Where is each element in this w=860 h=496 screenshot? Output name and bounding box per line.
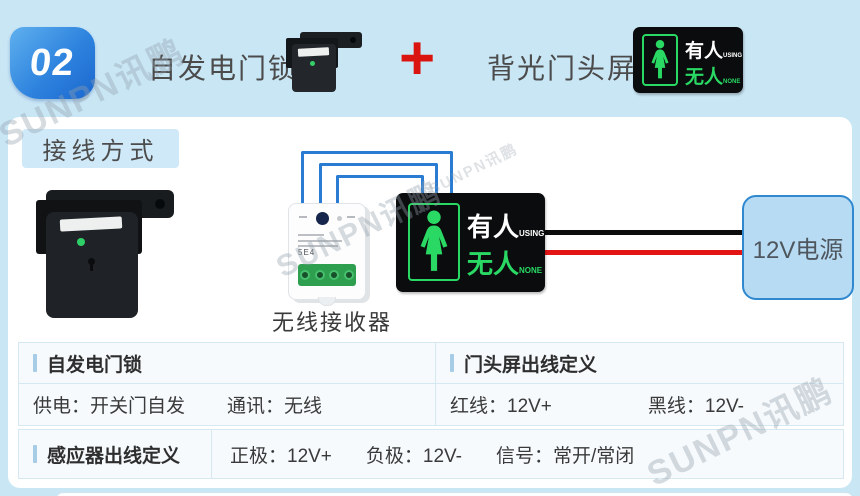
sign-vacant-sub: NONE [723, 79, 741, 85]
table-sensor-title-cell: 感应器出线定义 [19, 430, 212, 478]
step-number-badge: 02 [10, 27, 95, 99]
lock-keyhole-stem [90, 263, 93, 271]
receiver-terminal-block [298, 264, 356, 286]
terminal-screw-icon [300, 270, 311, 280]
plus-icon: + [399, 24, 436, 93]
red-power-wire [544, 250, 746, 255]
terminal-screw-icon [343, 270, 354, 280]
blue-wire-outer [301, 151, 453, 203]
receiver-code: 5E4 [298, 248, 316, 257]
content-panel [8, 117, 852, 488]
terminal-screw-icon [314, 270, 325, 280]
lock-keyhole-icon [88, 258, 95, 265]
blue-wire-inner [336, 175, 424, 203]
lock-comm-value: 通讯：无线 [227, 396, 323, 417]
wiring-method-label: 接线方式 [22, 129, 179, 168]
lock-body [46, 212, 138, 318]
woman-icon-frame [642, 34, 678, 86]
sign-vacant-text: 无人NONE [685, 67, 741, 88]
accent-bar [33, 445, 37, 463]
door-sign-thumbnail-image: 有人USING 无人NONE [633, 27, 743, 93]
receiver-mark [299, 216, 307, 218]
lock-led-icon [310, 61, 315, 66]
sensor-signal-value: 信号：常开/常闭 [496, 445, 635, 467]
sign-occupied-sub: USING [723, 53, 743, 59]
power-supply-box: 12V电源 [742, 195, 854, 300]
sign-vacant-sub: NONE [519, 266, 543, 275]
table-screen-values-cell: 红线：12V+ 黑线：12V- [436, 384, 843, 425]
receiver-text-line [298, 245, 338, 247]
sign-occupied-text: 有人USING [467, 212, 545, 242]
receiver-text-line [298, 240, 342, 242]
header-lock-title: 自发电门锁 [148, 53, 299, 84]
table-screen-title-cell: 门头屏出线定义 [436, 343, 843, 384]
step-number: 02 [28, 41, 77, 84]
header-screen-title: 背光门头屏 [487, 53, 638, 84]
sign-occupied-text: 有人USING [685, 41, 743, 62]
wiring-definition-table: 自发电门锁 门头屏出线定义 供电：开关门自发 通讯：无线 红线：12V+ 黑线：… [18, 342, 844, 426]
terminal-screw-icon [329, 270, 340, 280]
door-lock-image [28, 186, 178, 326]
receiver-button-icon [316, 212, 329, 225]
receiver-led-icon [337, 216, 342, 221]
black-power-wire [544, 230, 746, 235]
table-lock-values-cell: 供电：开关门自发 通讯：无线 [19, 384, 436, 425]
table-lock-title-cell: 自发电门锁 [19, 343, 436, 384]
lock-arm-hole [350, 37, 356, 43]
accent-bar [33, 354, 37, 372]
lock-body [292, 44, 336, 92]
door-lock-thumbnail-image [286, 32, 364, 94]
next-section-edge [57, 492, 852, 496]
wireless-receiver-label: 无线接收器 [272, 310, 393, 335]
lock-arm-hole [155, 199, 165, 209]
lock-led-icon [77, 238, 85, 246]
sign-vacant-text: 无人NONE [467, 249, 543, 279]
woman-icon [651, 39, 669, 79]
screen-red-wire-value: 红线：12V+ [450, 396, 552, 417]
wireless-receiver-image: 5E4 [288, 203, 366, 306]
screen-black-wire-value: 黑线：12V- [647, 396, 744, 417]
sensor-positive-value: 正极：12V+ [230, 445, 332, 467]
receiver-text-line [298, 234, 324, 236]
table-sensor-values-cell: 正极：12V+ 负极：12V- 信号：常开/常闭 [212, 430, 843, 478]
sensor-definition-table: 感应器出线定义 正极：12V+ 负极：12V- 信号：常开/常闭 [18, 429, 844, 479]
blue-wire-middle [319, 163, 438, 203]
accent-bar [450, 354, 454, 372]
door-sign-image: 有人USING 无人NONE [396, 193, 545, 292]
sign-occupied-sub: USING [519, 229, 545, 238]
lock-sticker [297, 47, 330, 57]
lock-sticker [59, 216, 123, 232]
lock-power-value: 供电：开关门自发 [33, 396, 186, 417]
woman-icon [420, 210, 448, 271]
sensor-negative-value: 负极：12V- [365, 445, 462, 467]
receiver-mark [347, 216, 355, 218]
woman-icon-frame [408, 203, 460, 281]
